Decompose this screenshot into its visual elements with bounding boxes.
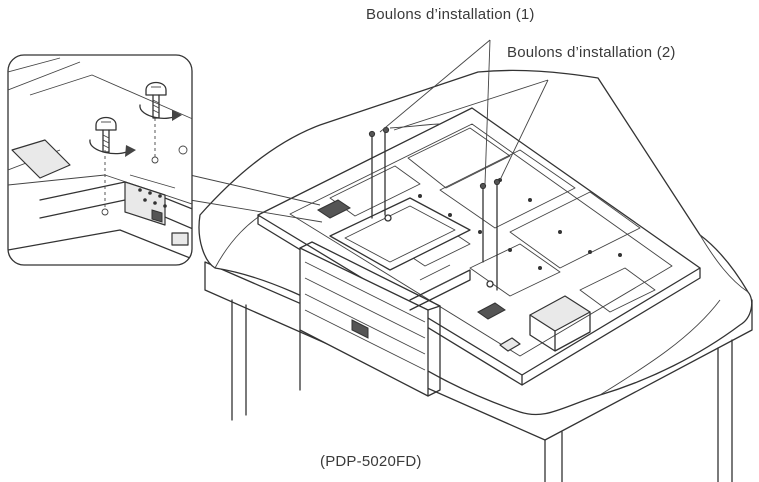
leader-lines [379,39,549,185]
bolts-1-label: Boulons d’installation (1) [366,6,535,23]
model-number-label: (PDP-5020FD) [320,453,422,470]
callout-connector [189,174,323,223]
bolts-2-label: Boulons d’installation (2) [507,44,676,61]
bolt-icon [95,116,117,153]
bolts-main-view [368,123,501,291]
rotate-arrow-icon [89,104,182,157]
inset-detail [7,54,193,266]
stand [299,197,494,397]
display-panel-back [257,107,701,386]
